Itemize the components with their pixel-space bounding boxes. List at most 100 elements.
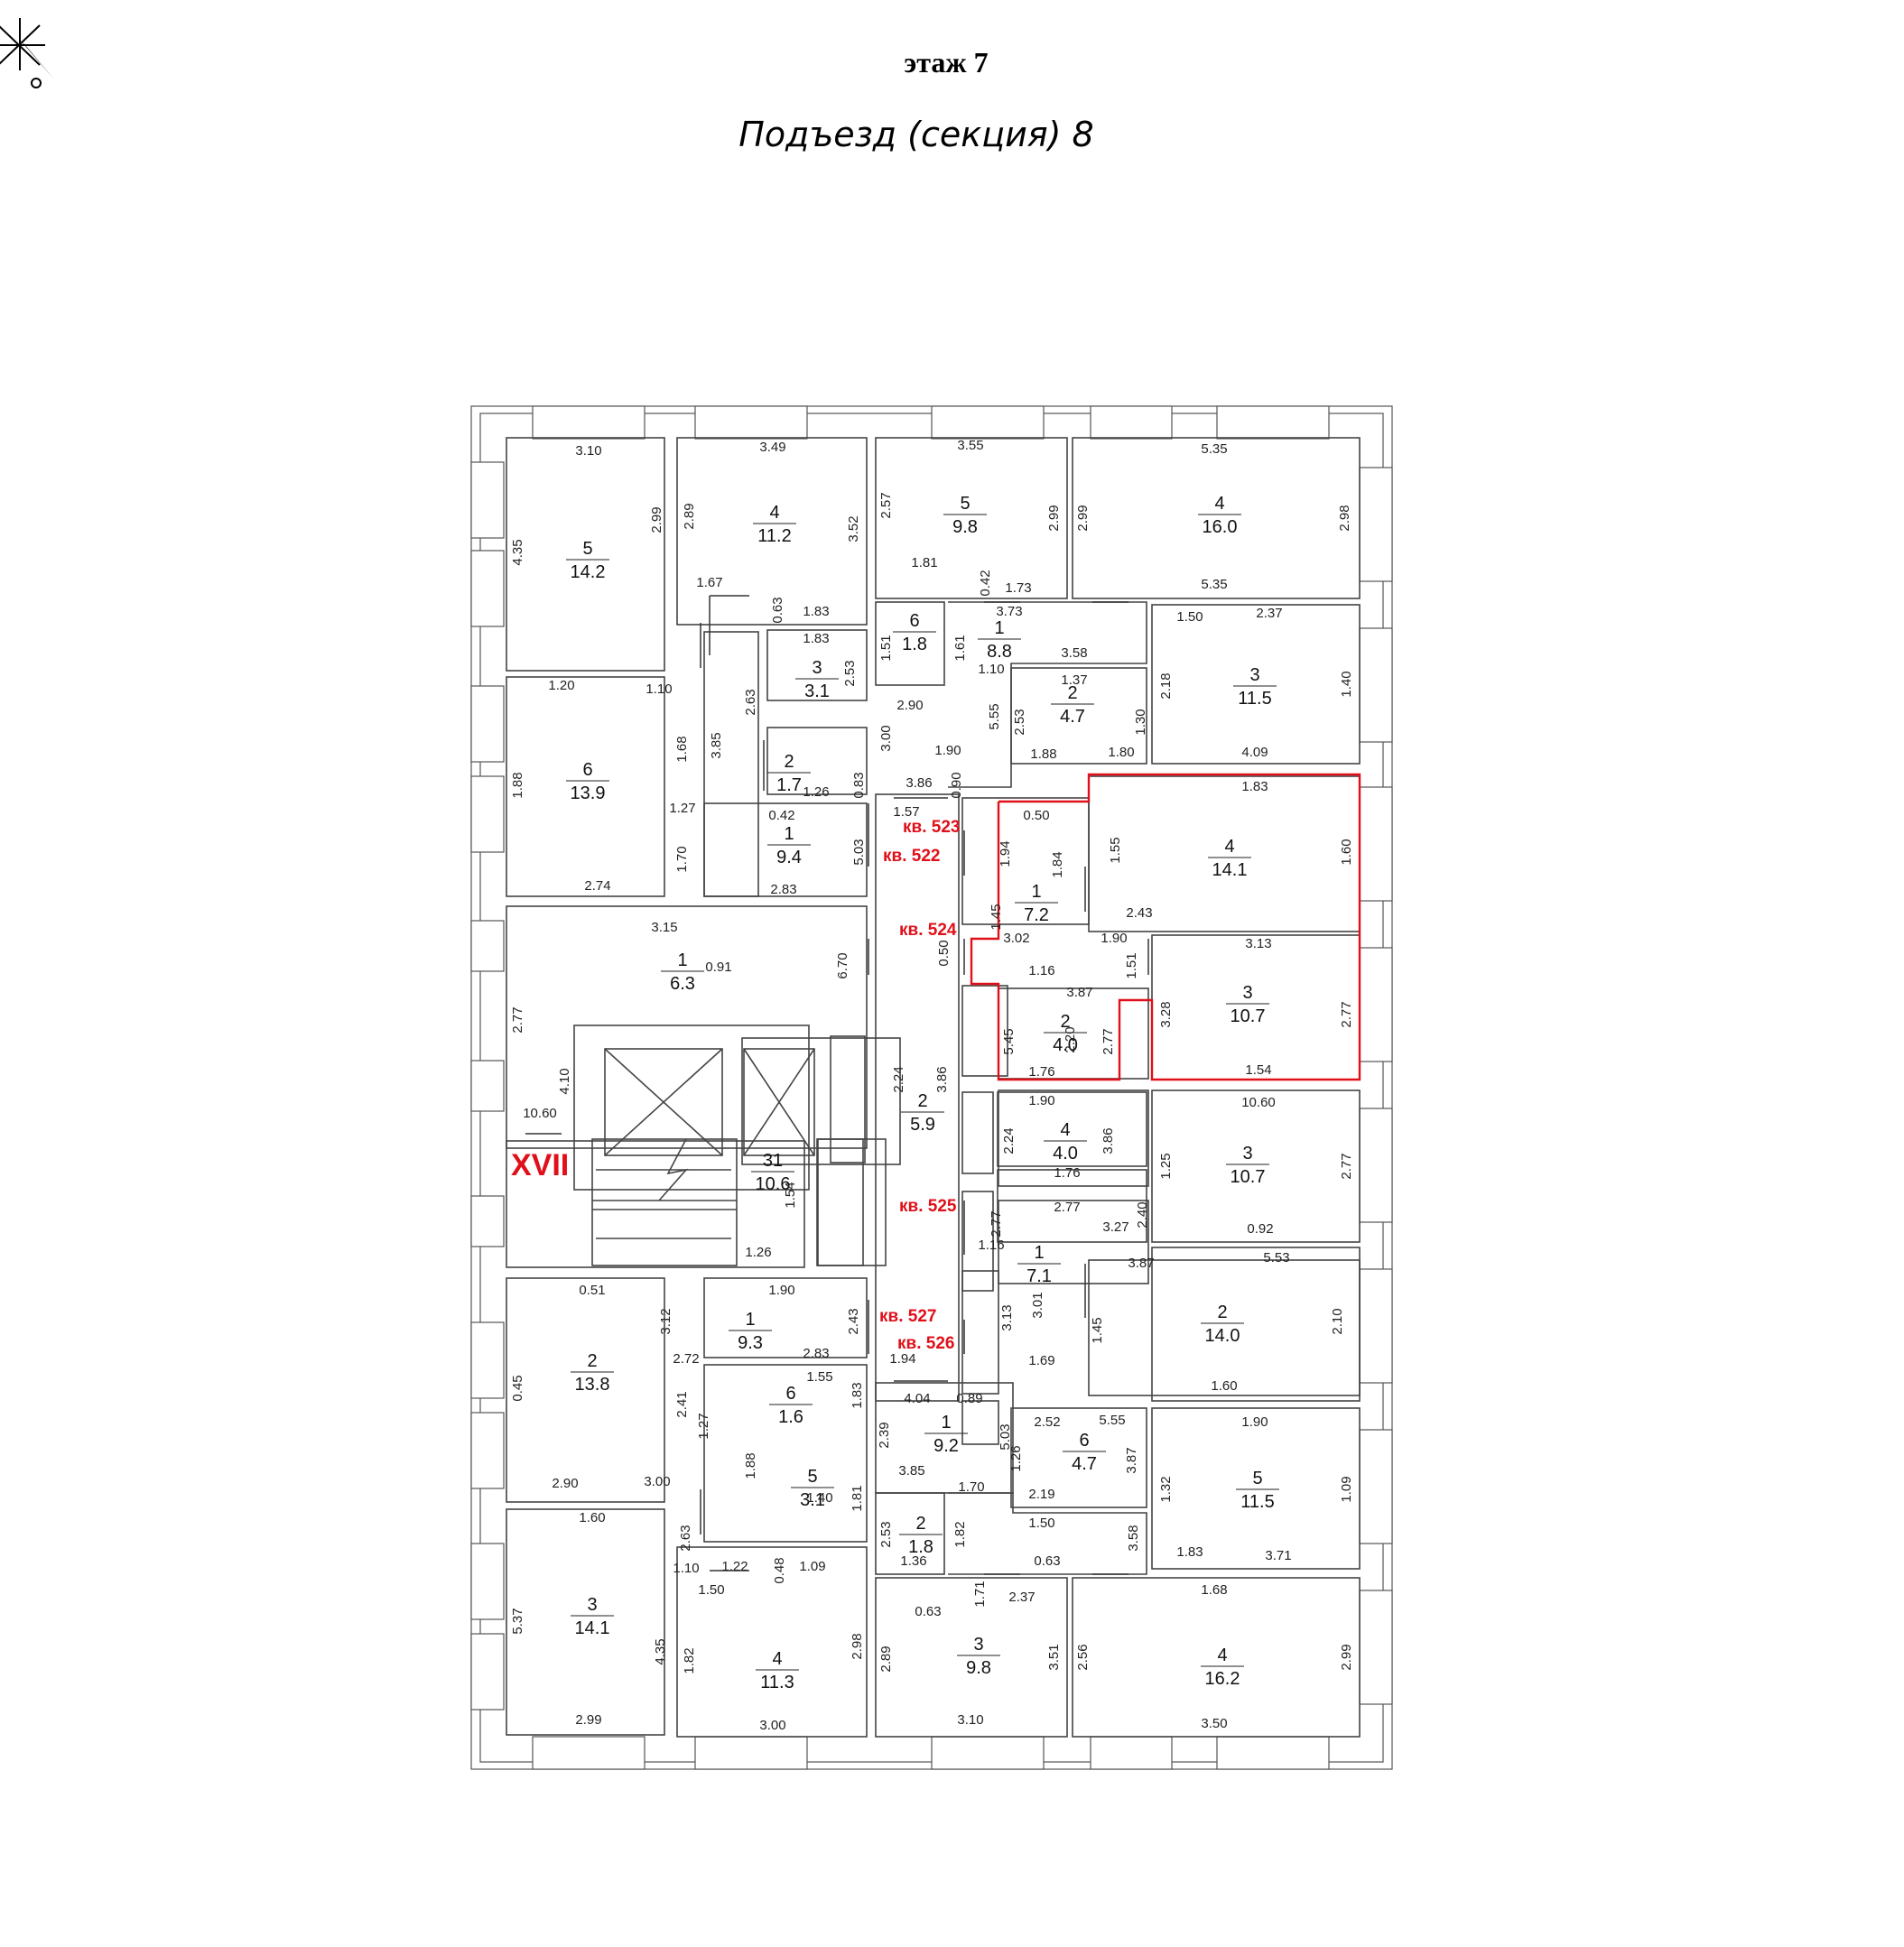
room-walls (506, 437, 1361, 1738)
dimension-label: 1.50 (1176, 609, 1203, 625)
dimension-label: 1.82 (682, 1647, 697, 1673)
dimension-label: 1.27 (696, 1413, 711, 1439)
dimension-label: 2.37 (1008, 1590, 1035, 1605)
dimension-label: 3.28 (1158, 1001, 1174, 1027)
room-number: 3 (587, 1595, 597, 1615)
dimension-label: 1.88 (743, 1452, 758, 1479)
floor-title: этаж 7 (904, 46, 988, 79)
room-label: 24.0 (1044, 1012, 1087, 1055)
room-label: 17.2 (1015, 882, 1058, 925)
room-number: 1 (745, 1310, 755, 1330)
dimension-label: 2.99 (649, 506, 664, 533)
dimension-label: 3.52 (0, 0, 14, 4)
room-area: 7.2 (1024, 905, 1049, 925)
building-outline (470, 405, 1393, 1770)
room-area: 5.9 (910, 1115, 935, 1135)
room-label: 511.5 (1236, 1469, 1279, 1512)
dimension-label: 3.85 (709, 732, 724, 758)
room-area: 9.4 (776, 848, 802, 867)
dimension-label: 10.60 (1241, 1095, 1276, 1110)
dimension-label: 1.81 (850, 1485, 865, 1511)
dimension-label: 1.82 (952, 1521, 968, 1547)
dimension-label: 2.18 (1158, 672, 1174, 699)
dimension-label: 0.42 (978, 570, 993, 596)
dimension-label: 1.40 (806, 1490, 832, 1506)
dimension-label: 1.51 (878, 635, 894, 661)
room-number: 4 (1214, 494, 1224, 514)
room-number: 5 (960, 494, 970, 514)
room-area: 11.3 (760, 1673, 794, 1692)
dimension-label: 2.24 (891, 1066, 906, 1092)
dimension-label: 3.00 (644, 1474, 670, 1489)
dimension-label: 1.90 (1028, 1093, 1054, 1108)
room-number: 2 (1060, 1012, 1070, 1032)
dimension-label: 1.50 (1028, 1516, 1054, 1531)
dimension-label: 2.89 (878, 1646, 894, 1672)
dimension-label: 2.39 (877, 1422, 892, 1448)
dimension-label: 0.48 (772, 1557, 787, 1583)
dimension-label: 1.90 (1101, 931, 1127, 946)
dimension-label: 2.24 (1001, 1127, 1017, 1154)
dimension-label: 1.88 (510, 772, 525, 798)
room-area: 4.7 (1060, 707, 1085, 727)
dimension-label: 4.35 (653, 1638, 668, 1664)
room-area: 1.8 (908, 1537, 933, 1557)
room-area: 14.0 (1205, 1326, 1240, 1346)
dimension-label: 2.98 (1337, 505, 1352, 531)
room-label: 214.0 (1201, 1303, 1244, 1346)
dimension-label: 1.27 (669, 801, 695, 816)
dimension-label: 1.90 (1241, 1414, 1268, 1430)
dimension-label: 2.74 (584, 878, 610, 894)
room-area: 6.3 (670, 974, 695, 994)
room-label: 59.8 (943, 494, 987, 537)
section-title: Подъезд (секция) 8 (738, 115, 1093, 154)
dimension-label: 2.89 (682, 503, 697, 529)
room-number: 6 (909, 611, 919, 631)
room-label: 18.8 (978, 618, 1021, 662)
dimension-label: 1.30 (1133, 709, 1148, 735)
dimension-label: 1.70 (958, 1479, 984, 1495)
apartment-label-525: кв. 525 (899, 1197, 957, 1216)
room-number: 2 (915, 1514, 925, 1534)
building-inner-outline (479, 413, 1384, 1763)
dimension-label: 0.51 (579, 1283, 605, 1298)
room-number: 3 (1242, 1144, 1252, 1164)
dimension-label: 1.37 (1061, 672, 1087, 688)
dimension-label: 2.99 (1339, 1644, 1354, 1670)
room-number: 6 (785, 1384, 795, 1404)
dimension-label: 5.35 (1201, 441, 1227, 457)
staircase (591, 1138, 738, 1266)
room-area: 9.8 (966, 1658, 991, 1678)
room-number: 5 (807, 1467, 817, 1487)
room-label: 613.9 (566, 760, 609, 803)
dimension-label: 3.86 (934, 1066, 950, 1092)
room-label: 25.9 (901, 1091, 944, 1135)
room-number: 2 (587, 1351, 597, 1371)
dimension-label: 1.76 (1028, 1064, 1054, 1080)
dimension-label: 1.10 (646, 681, 672, 697)
apartment-label-526: кв. 526 (897, 1334, 954, 1353)
dimension-label: 0.89 (956, 1391, 982, 1406)
room-area: 4.0 (1053, 1035, 1078, 1055)
room-area: 1.8 (902, 635, 927, 654)
dimension-label: 3.15 (651, 920, 677, 935)
stair-label: XVII (511, 1148, 569, 1182)
dimension-label: 5.45 (1001, 1028, 1017, 1054)
dimension-label: 3.13 (999, 1304, 1015, 1330)
dimension-label: 0.90 (949, 772, 964, 798)
dimension-label: 4.10 (557, 1068, 572, 1094)
room-label: 310.7 (1226, 1144, 1269, 1187)
apartment-label-522: кв. 522 (883, 847, 940, 866)
dimension-label: 1.40 (1339, 671, 1354, 697)
room-label: 213.8 (571, 1351, 614, 1395)
dimension-label: 3.10 (575, 443, 601, 459)
dimension-label: 0.45 (510, 1375, 525, 1401)
room-area: 10.7 (1231, 1167, 1266, 1187)
dimension-label: 2.77 (1339, 1153, 1354, 1179)
dimension-label: 1.83 (803, 604, 829, 619)
room-area: 3.1 (804, 681, 830, 701)
dimension-label: 1.76 (1054, 1165, 1080, 1181)
room-label: 310.7 (1226, 983, 1269, 1026)
dimension-label: 1.88 (1030, 746, 1056, 762)
dimension-label: 2.90 (552, 1476, 578, 1491)
